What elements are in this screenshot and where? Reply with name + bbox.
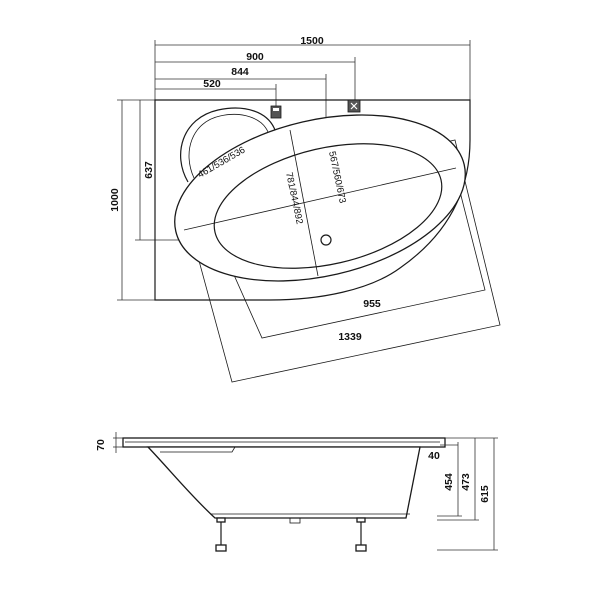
dim-label-1339: 1339 — [338, 331, 362, 343]
side-view: 70 40 454 473 615 — [95, 432, 498, 552]
dim-label-615: 615 — [479, 485, 491, 503]
dim-label-900: 900 — [246, 51, 264, 63]
top-view: 1500 900 844 520 1000 637 955 1339 — [109, 35, 501, 383]
dim-label-1500: 1500 — [300, 35, 324, 47]
side-rim — [122, 437, 446, 448]
dim-label-473: 473 — [460, 473, 472, 491]
tub-outer-oval — [174, 114, 466, 282]
right-feet — [355, 517, 367, 552]
dim-label-454: 454 — [443, 473, 455, 491]
dim-label-637: 637 — [143, 161, 155, 179]
dim-label-520: 520 — [203, 78, 221, 90]
side-body — [146, 446, 421, 519]
drain-icon — [320, 234, 332, 246]
left-feet — [215, 517, 227, 552]
axis-line — [183, 167, 457, 231]
tub-rim-outline — [154, 99, 471, 301]
dim-label-40: 40 — [428, 450, 440, 462]
faucet-icon — [270, 105, 282, 119]
seat-basin — [180, 107, 276, 183]
dim-label-844: 844 — [231, 66, 249, 78]
dim-label-1000: 1000 — [109, 188, 121, 212]
dim-label-955: 955 — [363, 298, 381, 310]
dim-label-70: 70 — [95, 439, 107, 451]
tub-inner-oval — [213, 143, 443, 269]
